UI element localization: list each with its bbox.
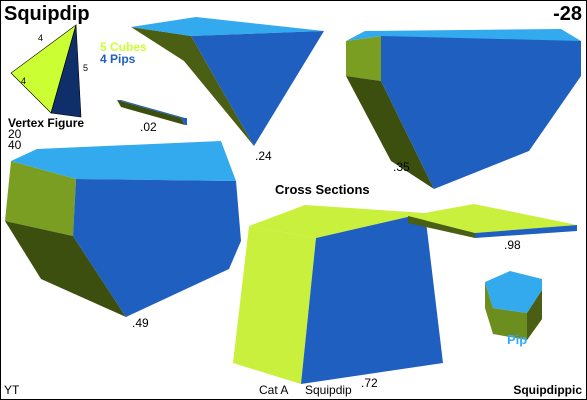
cross-section-02 xyxy=(117,100,187,125)
legend-cubes: 5 Cubes xyxy=(100,40,147,54)
legend-pips: 4 Pips xyxy=(100,52,136,66)
vertex-figure-label: Vertex Figure xyxy=(8,116,85,130)
cross-section-49 xyxy=(5,141,241,317)
category-label: Cat A xyxy=(259,383,289,397)
vertex-count-b: 40 xyxy=(8,138,22,152)
author-initials: YT xyxy=(4,383,20,397)
index-number: -28 xyxy=(553,3,582,25)
cross-section-35 xyxy=(346,29,581,189)
vertex-edge-right: 5 xyxy=(83,63,89,73)
cross-section-label-98: .98 xyxy=(504,238,521,252)
cross-section-label-72: .72 xyxy=(361,376,378,390)
brand-label: Squipdippic xyxy=(513,383,582,397)
cross-section-72 xyxy=(233,205,443,384)
cross-section-24 xyxy=(131,17,324,146)
pip-prism xyxy=(485,271,542,340)
cross-section-label-35: .35 xyxy=(393,160,410,174)
polytope-name: Squipdip xyxy=(305,383,352,397)
vertex-edge-left: 4 xyxy=(21,76,27,86)
title: Squipdip xyxy=(4,3,90,25)
vertex-count-a: 20 xyxy=(8,127,22,141)
cross-section-label-02: .02 xyxy=(140,120,157,134)
vertex-figure-triangle xyxy=(10,24,82,118)
cross-section-label-49: .49 xyxy=(132,316,149,330)
vertex-edge-top: 4 xyxy=(38,33,44,43)
pip-label: Pip xyxy=(507,332,528,347)
cross-sections-heading: Cross Sections xyxy=(275,182,370,197)
cross-section-98 xyxy=(408,204,577,238)
cross-section-label-24: .24 xyxy=(255,149,272,163)
